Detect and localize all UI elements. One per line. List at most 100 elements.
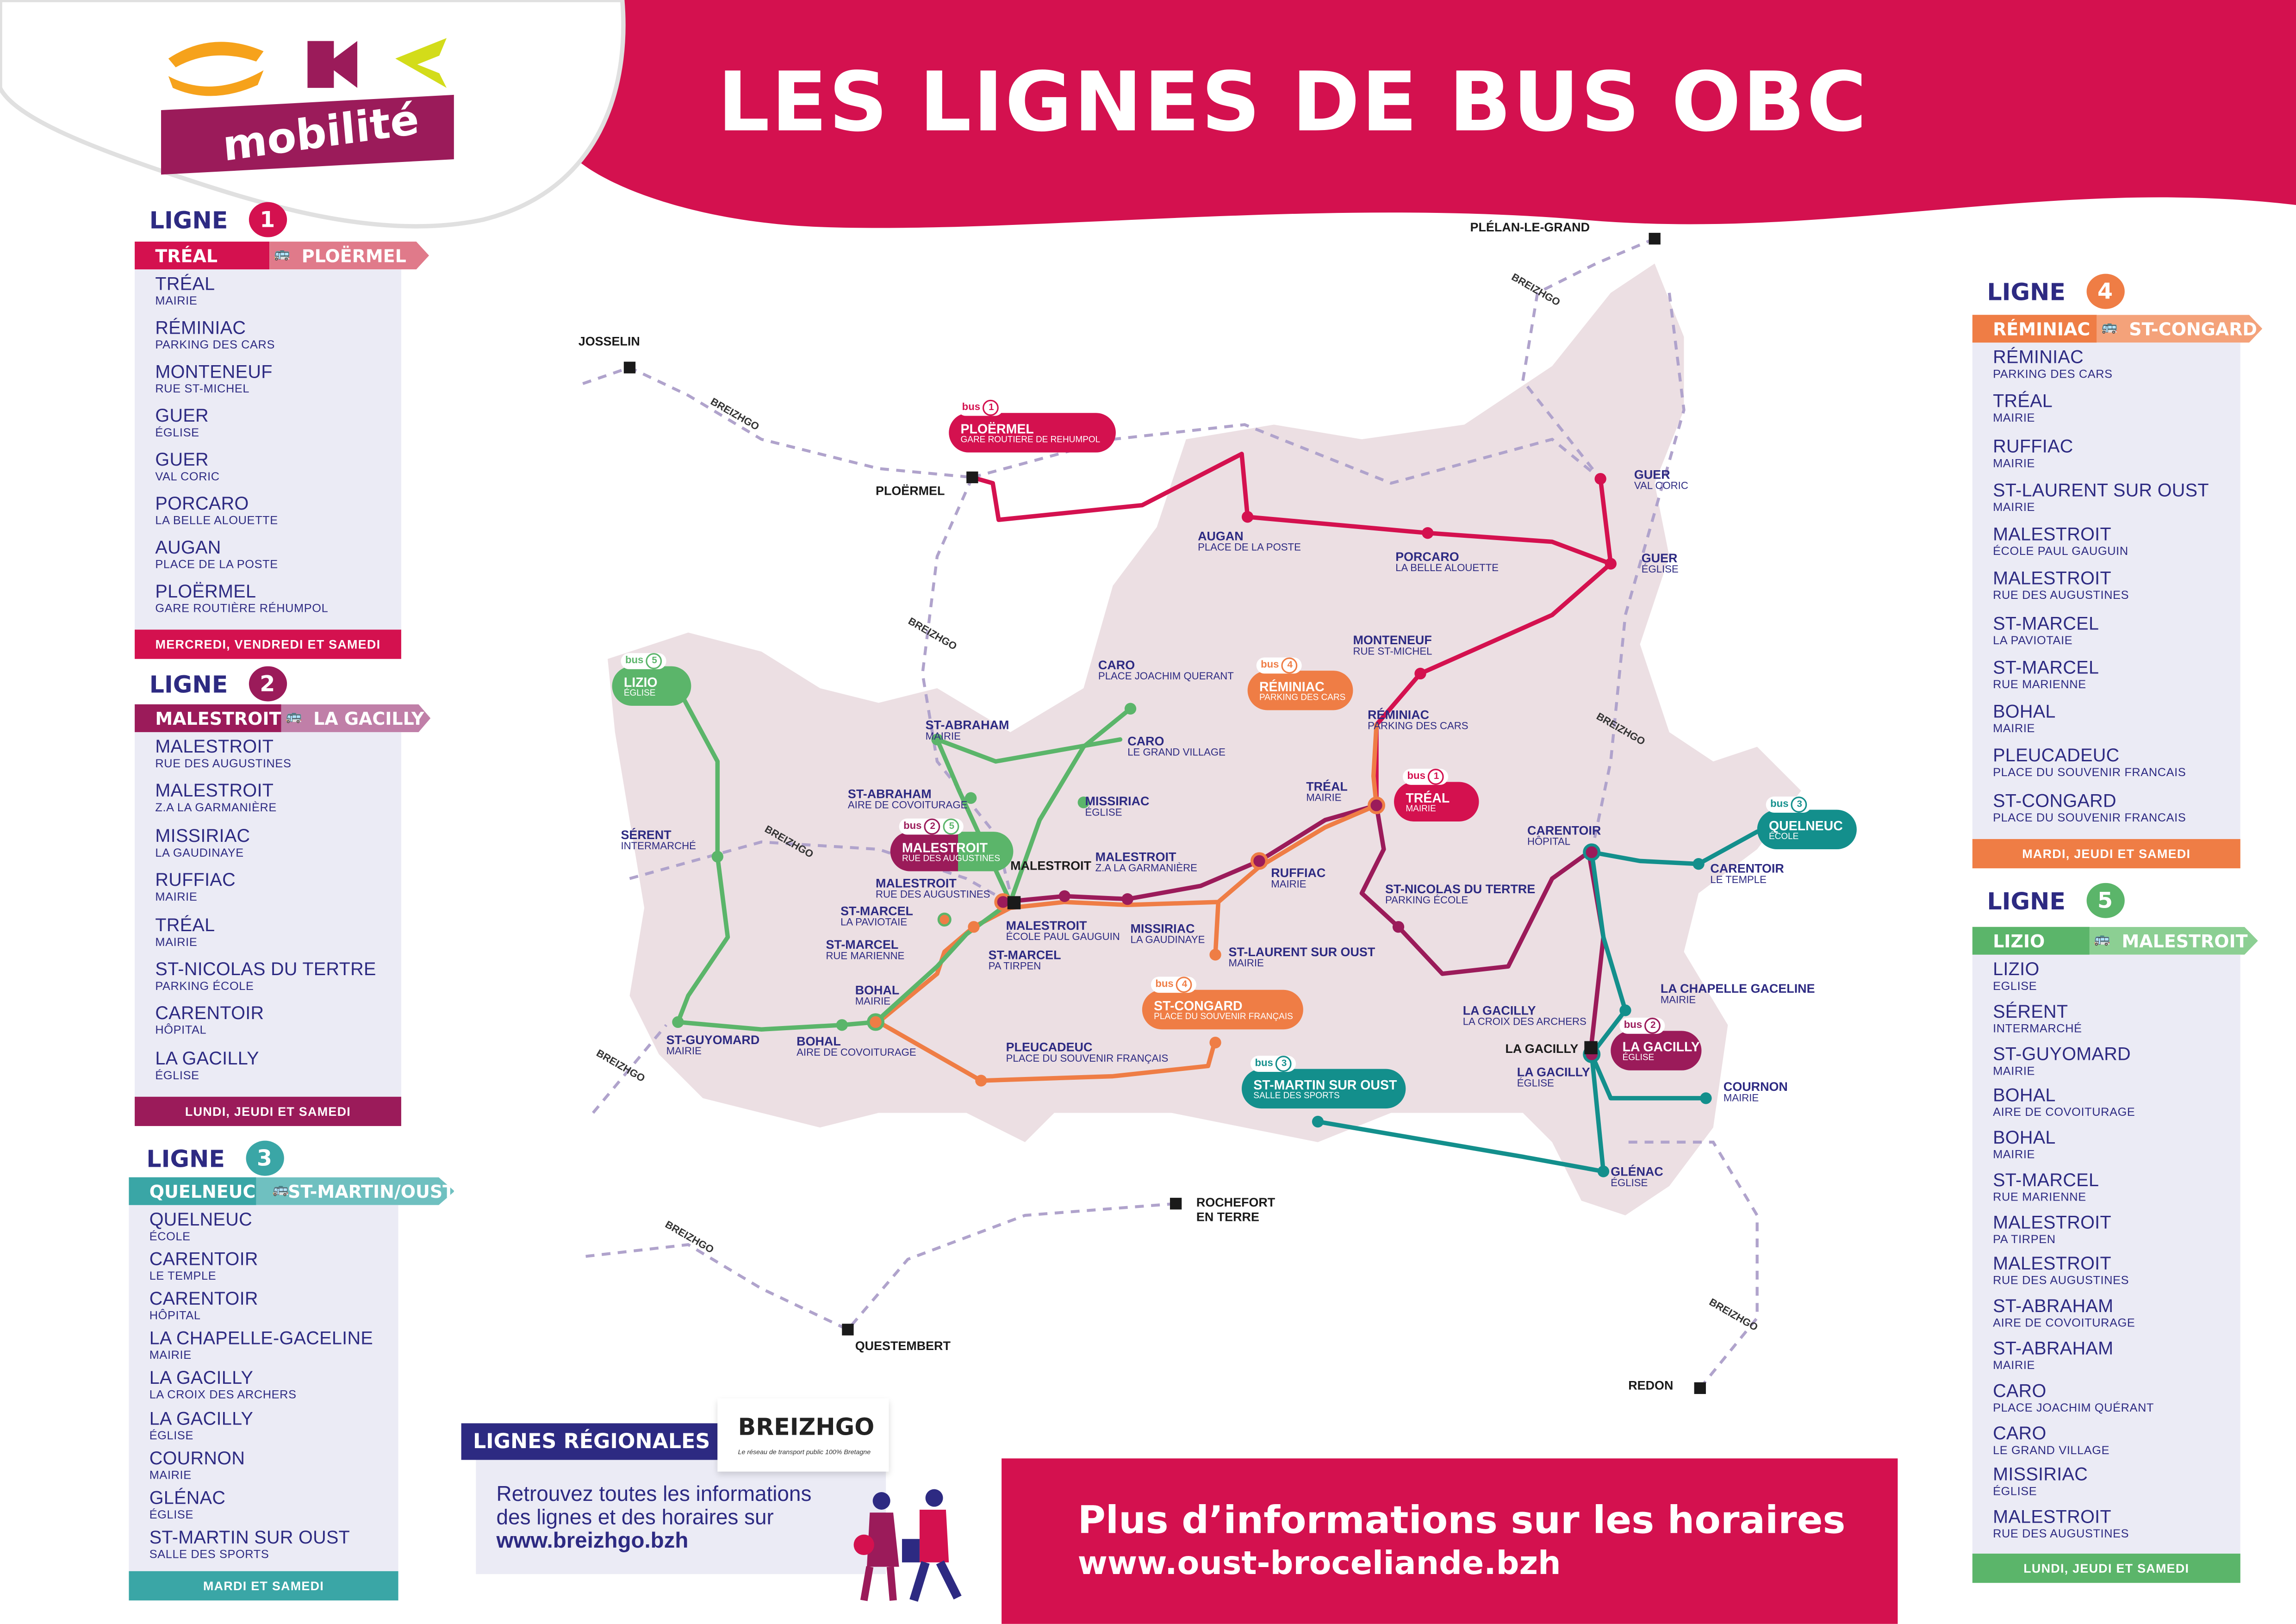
terminus-name: RÉMINIAC <box>1259 679 1325 694</box>
stop-place: MAIRIE <box>155 935 198 948</box>
stop-name: TRÉAL <box>1993 391 2053 412</box>
info-title: Plus d’informations sur les horaires <box>1077 1499 1846 1543</box>
regional-title: LIGNES RÉGIONALES <box>461 1423 718 1460</box>
stop-dots <box>672 473 1712 1177</box>
origin-label: RÉMINIAC <box>1972 315 2097 343</box>
stop-name: RUFFIAC <box>155 870 236 891</box>
map-stop-place: ÉGLISE <box>1085 808 1122 819</box>
stop-name: RUFFIAC <box>1993 436 2073 456</box>
destination-segment: PLOËRMEL <box>269 242 429 270</box>
map-stop-name: LA CHAPELLE GACELINE <box>1660 981 1815 996</box>
stop-name: GUER <box>155 405 209 426</box>
terminus-name: LIZIO <box>623 675 658 690</box>
breizhgo-link[interactable]: www.breizhgo.bzh <box>496 1529 689 1554</box>
info-link[interactable]: www.oust-broceliande.bzh <box>1077 1546 1561 1583</box>
line-number-badge: 2 <box>248 666 286 702</box>
bus-number-icon: 5 <box>646 653 663 669</box>
map-stop-place: MAIRIE <box>1723 1094 1759 1104</box>
bus-icon: 🚌 <box>272 1183 289 1198</box>
logo-text: mobilité <box>221 94 421 171</box>
bus-number-icon: 2 <box>924 818 941 835</box>
map-stop-name: RÉMINIAC <box>1368 707 1430 722</box>
terminus-place: PARKING DES CARS <box>1259 694 1346 703</box>
stop-place: EGLISE <box>1993 979 2037 993</box>
breizhgo-logo-text: BREIZHGO <box>738 1413 875 1441</box>
map-stop-name: MALESTROIT <box>1095 849 1176 864</box>
header-banner <box>578 0 2296 228</box>
map-stop-place: ÉCOLE PAUL GAUGUIN <box>1006 933 1120 943</box>
stop-place: MAIRIE <box>1993 411 2035 425</box>
line-4-days: MARDI, JEUDI ET SAMEDI <box>1972 839 2240 869</box>
stop-name: ST-NICOLAS DU TERTRE <box>155 958 376 980</box>
map-stop-name: ST-ABRAHAM <box>847 786 932 801</box>
stop-name: RÉMINIAC <box>1993 347 2084 368</box>
ligne-label: LIGNE <box>1987 277 2066 305</box>
stop-place: Z.A LA GARMANIÈRE <box>155 801 277 815</box>
stop-place: HÔPITAL <box>155 1024 207 1037</box>
terminus-place: RUE DES AUGUSTINES <box>902 855 1000 864</box>
stop-place: PARKING DES CARS <box>155 338 275 352</box>
line-4-branch <box>1213 900 1221 957</box>
stop-place: RUE MARIENNE <box>1993 1190 2086 1204</box>
stop-place: GARE ROUTIÈRE RÉHUMPOL <box>155 602 329 615</box>
map-stop-name: RUFFIAC <box>1271 865 1326 880</box>
bus-label: bus <box>625 656 644 666</box>
stop-place: MAIRIE <box>1993 722 2035 735</box>
stop-name: QUELNEUC <box>149 1209 253 1230</box>
stop-name: BOHAL <box>1993 701 2056 722</box>
terminus-place: PLACE DU SOUVENIR FRANÇAIS <box>1154 1013 1293 1022</box>
bus-number-icon: 2 <box>1645 1017 1661 1034</box>
terminus-place: GARE ROUTIERE DE REHUMPOL <box>960 436 1101 445</box>
map-stop-name: PLEUCADEUC <box>1006 1039 1093 1055</box>
line-3-branch <box>1315 1052 1606 1174</box>
map-stop-name: CARENTOIR <box>1527 823 1601 838</box>
stop-name: AUGAN <box>155 537 221 558</box>
stop-place: AIRE DE COVOITURAGE <box>1993 1106 2135 1120</box>
regional-box <box>476 1460 886 1574</box>
stop-name: PLEUCADEUC <box>1993 746 2120 766</box>
line-number-badge: 3 <box>245 1140 284 1176</box>
breizhgo-tagline: Le réseau de transport public 100% Breta… <box>738 1448 871 1456</box>
stop-place: ÉGLISE <box>1993 1485 2037 1499</box>
destination-label: MALESTROIT <box>2122 930 2248 951</box>
destination-segment: ST-CONGARD <box>2097 315 2263 343</box>
terminus-name: TRÉAL <box>1406 790 1450 806</box>
map-stop-name: SÉRENT <box>621 827 672 842</box>
city-label: MALESTROIT <box>1010 858 1091 873</box>
